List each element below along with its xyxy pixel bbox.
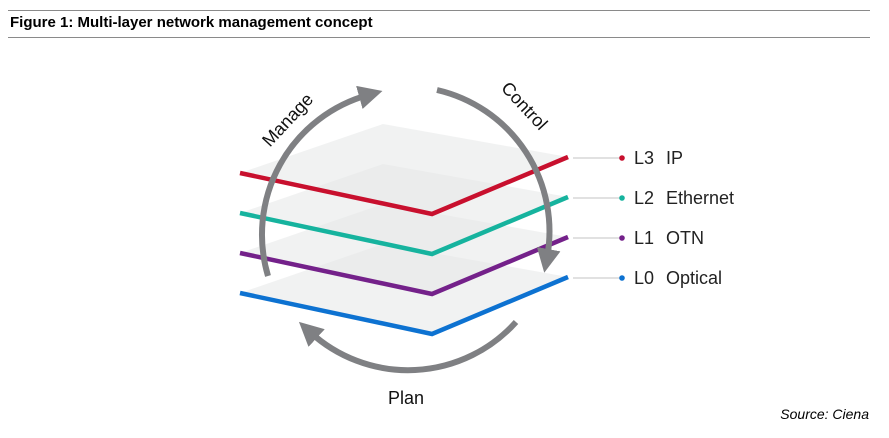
plan-label: Plan	[388, 388, 424, 408]
legend-item-l1: L1 OTN	[573, 228, 704, 248]
figure-title: Figure 1: Multi-layer network management…	[10, 14, 373, 31]
legend-dot-icon	[619, 235, 625, 241]
control-arrow	[436, 87, 561, 273]
legend-layer-name: OTN	[666, 228, 704, 248]
legend-item-l2: L2 Ethernet	[573, 188, 734, 208]
layer-edge-l2	[239, 194, 569, 257]
legend-item-l0: L0 Optical	[573, 268, 722, 288]
legend-layer-name: Ethernet	[666, 188, 734, 208]
layer-edge-l1	[239, 234, 569, 297]
legend-layer-id: L0	[634, 268, 654, 288]
plan-arrow	[298, 319, 519, 374]
legend-layer-name: IP	[666, 148, 683, 168]
manage-arrow	[258, 85, 383, 277]
legend-dot-icon	[619, 195, 625, 201]
legend-item-l3: L3 IP	[573, 148, 683, 168]
source-note: Source: Ciena	[780, 406, 869, 422]
legend-layer-id: L3	[634, 148, 654, 168]
legend-layer-id: L2	[634, 188, 654, 208]
layer-plate-l3	[239, 124, 569, 217]
layer-edge-l0	[239, 274, 569, 337]
title-rule	[8, 37, 870, 38]
legend-dot-icon	[619, 155, 625, 161]
manage-label: Manage	[258, 89, 317, 150]
legend-layer-name: Optical	[666, 268, 722, 288]
layer-edge-l3	[239, 154, 569, 217]
legend-dot-icon	[619, 275, 625, 281]
top-rule	[8, 10, 870, 11]
legend-layer-id: L1	[634, 228, 654, 248]
